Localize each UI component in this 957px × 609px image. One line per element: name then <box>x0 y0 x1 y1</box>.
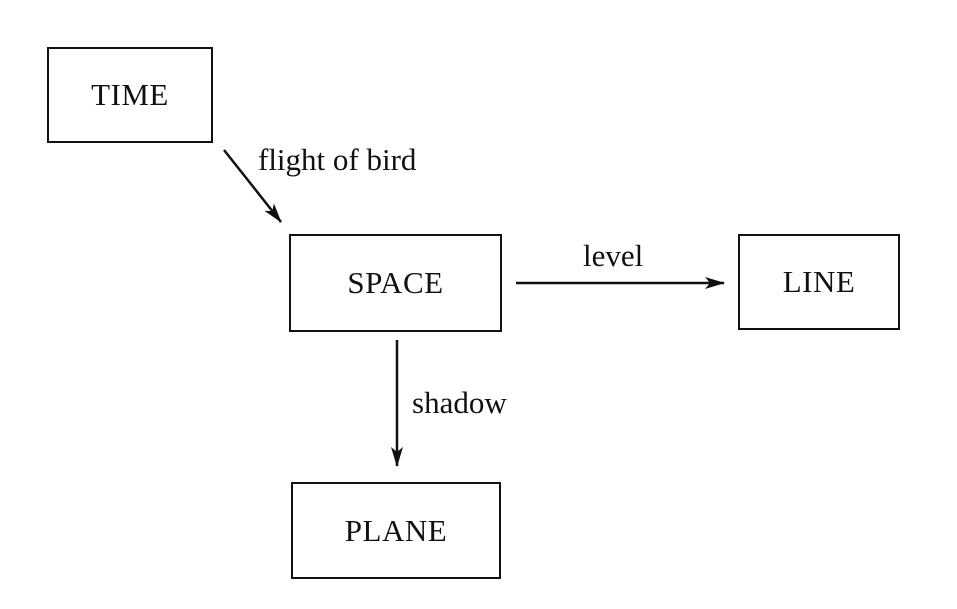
edge-label-shadow: shadow <box>412 385 507 420</box>
node-plane: PLANE <box>291 482 501 579</box>
node-space-label: SPACE <box>347 265 444 300</box>
edge-label-flight-of-bird: flight of bird <box>258 142 417 177</box>
node-space: SPACE <box>289 234 502 332</box>
node-line: LINE <box>738 234 900 330</box>
edge-label-level: level <box>583 238 644 273</box>
node-plane-label: PLANE <box>344 512 448 548</box>
node-line-label: LINE <box>782 264 856 299</box>
node-time: TIME <box>47 47 213 143</box>
arrow-time-to-space <box>223 149 282 223</box>
node-time-label: TIME <box>91 77 169 112</box>
